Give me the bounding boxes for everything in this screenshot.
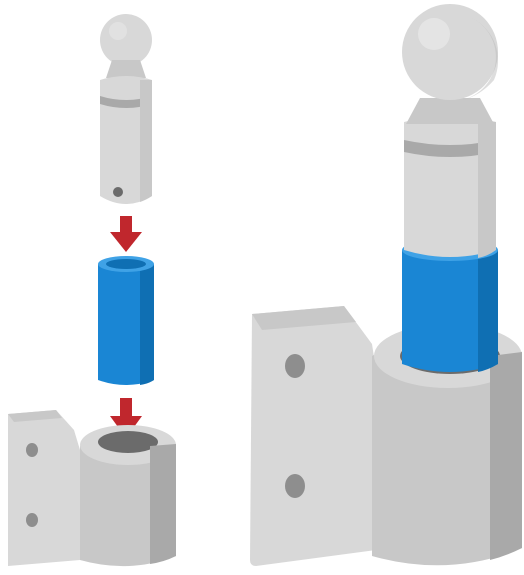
arrow-head-down-icon <box>110 232 142 252</box>
bracket-plate <box>8 410 80 566</box>
mount-hole-icon <box>285 474 305 498</box>
arrow-shaft <box>120 398 132 418</box>
exploded-view <box>8 14 176 566</box>
ball-stud-large <box>402 4 498 258</box>
ball-stud-small <box>100 14 152 204</box>
shank-shade <box>140 80 152 202</box>
mount-hole-icon <box>26 443 38 457</box>
barrel-shade <box>150 444 176 564</box>
bushing-shade <box>478 250 498 372</box>
ball-head <box>402 4 498 100</box>
arrow-shaft <box>120 216 132 234</box>
insert-arrow-top <box>110 216 142 252</box>
shank-shade <box>478 120 496 258</box>
bushing-sleeve-small <box>98 256 154 385</box>
bracket-plate <box>250 306 376 566</box>
mount-hole-icon <box>285 354 305 378</box>
barrel-shade <box>490 352 522 560</box>
ball-highlight <box>109 22 127 40</box>
assembled-view <box>250 4 522 566</box>
ball-head <box>100 14 152 66</box>
ball-neck <box>406 98 494 124</box>
bushing-opening <box>106 259 146 269</box>
ball-highlight <box>418 18 450 50</box>
ball-neck <box>106 60 146 78</box>
bushing-sleeve-large <box>402 239 498 372</box>
mounting-bracket-small <box>8 410 176 566</box>
barrel-bore <box>98 431 158 453</box>
pin-hole-icon <box>113 187 123 197</box>
bushing-shade <box>140 264 154 385</box>
mount-hole-icon <box>26 513 38 527</box>
